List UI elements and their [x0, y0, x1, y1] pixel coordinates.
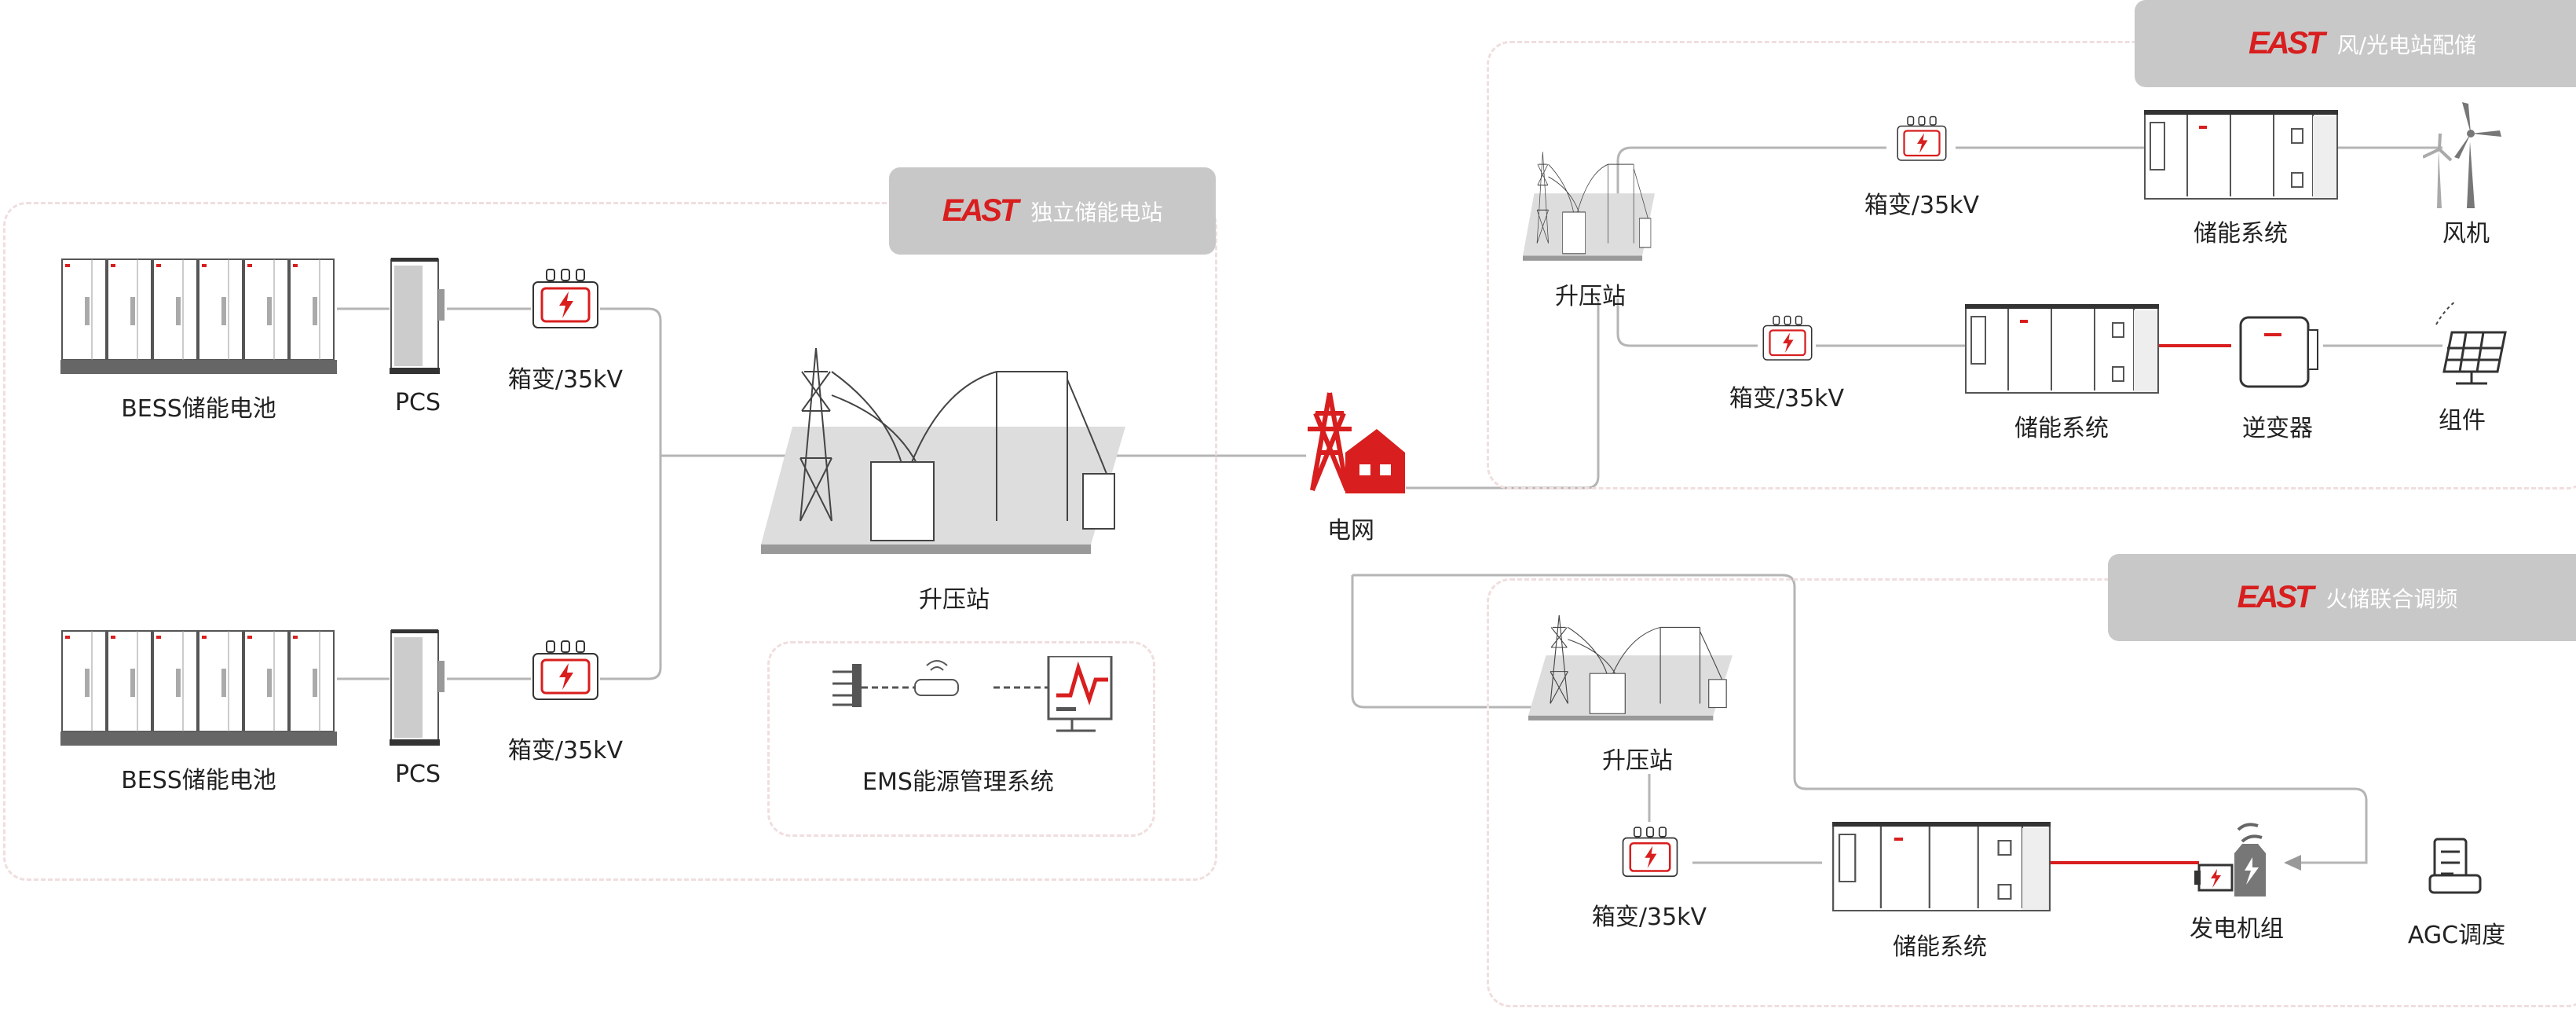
ems-label: EMS能源管理系统: [862, 768, 1054, 796]
wind-label: 风机: [2442, 220, 2490, 248]
generator-label: 发电机组: [2190, 915, 2284, 943]
section-title: 独立储能电站: [1030, 199, 1163, 226]
transformer-label: 箱变/35kV: [507, 366, 624, 394]
section-title: 风/光电站配储: [2336, 31, 2477, 58]
independent-storage-tag: EAST 独立储能电站: [889, 167, 1216, 255]
agc-label: AGC调度: [2407, 922, 2506, 949]
east-logo: EAST: [2248, 26, 2325, 60]
bess-label: BESS储能电池: [121, 767, 276, 794]
thermal-storage-frame: [1487, 578, 2576, 1007]
box-transformer-icon: [1621, 822, 1679, 883]
renewable-storage-tag: EAST 风/光电站配储: [2135, 0, 2576, 87]
generator-icon: [2191, 822, 2285, 908]
substation-icon: [1523, 148, 1655, 263]
bess-battery-icon: [60, 258, 337, 376]
solar-panel-icon: [2428, 301, 2507, 387]
substation-icon: [761, 340, 1125, 559]
thermal-storage-tag: EAST 火储联合调频: [2108, 554, 2576, 641]
pcs-icon: [390, 258, 447, 376]
east-logo: EAST: [942, 193, 1019, 228]
bess-battery-icon: [60, 629, 337, 747]
box-transformer-icon: [1762, 312, 1813, 365]
substation-icon: [1528, 611, 1733, 723]
transformer-label: 箱变/35kV: [1591, 904, 1707, 931]
agc-dispatch-icon: [2428, 834, 2482, 896]
independent-storage-frame: [3, 202, 1217, 881]
energy-storage-system-icon: [2144, 110, 2338, 200]
ems-icon: [797, 656, 1127, 750]
substation-label: 升压站: [1555, 283, 1626, 310]
box-transformer-icon: [531, 268, 600, 331]
pcs-label: PCS: [394, 389, 441, 416]
power-grid-icon: [1298, 390, 1405, 493]
storage-label: 储能系统: [2194, 220, 2288, 248]
pcs-icon: [390, 629, 447, 747]
renewable-storage-frame: [1487, 41, 2576, 490]
ems-frame: [767, 641, 1155, 837]
bess-label: BESS储能电池: [121, 395, 276, 423]
energy-storage-system-icon: [1965, 304, 2159, 394]
section-title: 火储联合调频: [2325, 585, 2458, 612]
pv-label: 组件: [2439, 407, 2486, 434]
energy-storage-system-icon: [1832, 822, 2051, 912]
inverter-label: 逆变器: [2242, 415, 2313, 442]
wind-turbine-icon: [2423, 102, 2501, 208]
box-transformer-icon: [531, 640, 600, 702]
storage-label: 储能系统: [2014, 415, 2109, 442]
transformer-label: 箱变/35kV: [1864, 192, 1980, 219]
transformer-label: 箱变/35kV: [1729, 385, 1845, 412]
transformer-label: 箱变/35kV: [507, 737, 624, 764]
substation-label: 升压站: [1602, 747, 1673, 775]
pcs-label: PCS: [394, 761, 441, 788]
inverter-icon: [2234, 314, 2321, 393]
substation-label: 升压站: [919, 586, 990, 614]
storage-label: 储能系统: [1893, 933, 1987, 961]
box-transformer-icon: [1896, 110, 1948, 168]
east-logo: EAST: [2237, 580, 2314, 614]
grid-label: 电网: [1327, 517, 1374, 544]
